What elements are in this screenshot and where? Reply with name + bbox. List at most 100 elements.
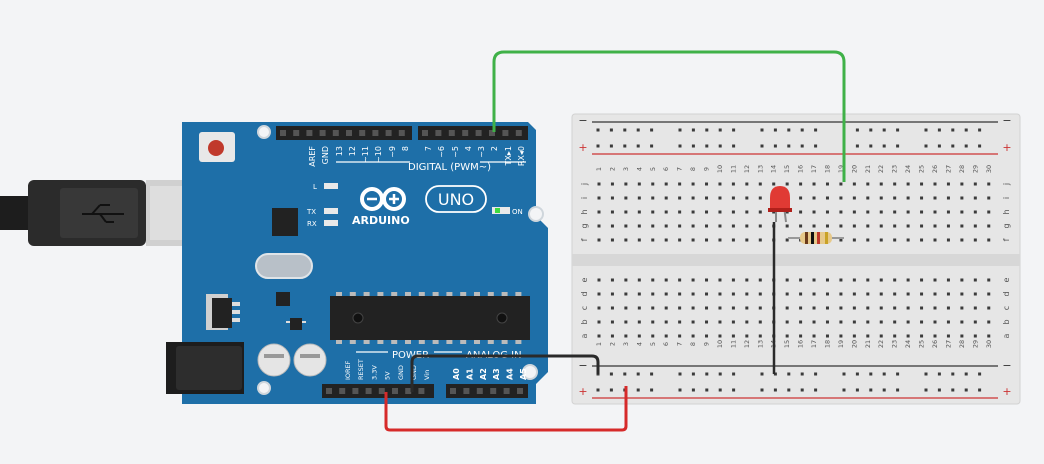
terminal-hole[interactable] [678,210,682,214]
rail-hole[interactable] [869,128,873,132]
terminal-hole[interactable] [893,334,897,338]
terminal-hole[interactable] [664,278,668,282]
terminal-hole[interactable] [946,210,950,214]
terminal-hole[interactable] [839,334,843,338]
header-pin[interactable] [385,130,392,136]
terminal-hole[interactable] [920,334,924,338]
rail-hole[interactable] [869,144,873,148]
rail-hole[interactable] [609,388,613,392]
terminal-hole[interactable] [731,292,735,296]
rail-hole[interactable] [896,128,900,132]
terminal-hole[interactable] [624,292,628,296]
header-pin[interactable] [293,130,300,136]
rail-hole[interactable] [937,128,941,132]
terminal-hole[interactable] [973,306,977,310]
terminal-hole[interactable] [812,224,816,228]
terminal-hole[interactable] [745,224,749,228]
terminal-hole[interactable] [758,306,762,310]
terminal-hole[interactable] [920,320,924,324]
terminal-hole[interactable] [866,210,870,214]
header-pin[interactable] [503,388,510,394]
terminal-hole[interactable] [987,224,991,228]
terminal-hole[interactable] [745,196,749,200]
rail-hole[interactable] [718,144,722,148]
rail-hole[interactable] [800,144,804,148]
rail-hole[interactable] [869,372,873,376]
rail-hole[interactable] [855,372,859,376]
terminal-hole[interactable] [691,224,695,228]
rail-hole[interactable] [760,128,764,132]
header-pin[interactable] [405,388,412,394]
rail-hole[interactable] [964,128,968,132]
terminal-hole[interactable] [651,224,655,228]
terminal-hole[interactable] [920,182,924,186]
terminal-hole[interactable] [825,292,829,296]
terminal-hole[interactable] [812,292,816,296]
terminal-hole[interactable] [705,334,709,338]
terminal-hole[interactable] [852,182,856,186]
rail-hole[interactable] [855,388,859,392]
terminal-hole[interactable] [933,196,937,200]
terminal-hole[interactable] [597,238,601,242]
terminal-hole[interactable] [973,320,977,324]
terminal-hole[interactable] [597,224,601,228]
terminal-hole[interactable] [705,292,709,296]
terminal-hole[interactable] [678,196,682,200]
terminal-hole[interactable] [705,306,709,310]
terminal-hole[interactable] [637,238,641,242]
terminal-hole[interactable] [960,224,964,228]
terminal-hole[interactable] [758,238,762,242]
terminal-hole[interactable] [933,210,937,214]
terminal-hole[interactable] [624,320,628,324]
header-pin[interactable] [392,388,398,394]
terminal-hole[interactable] [678,306,682,310]
header-pin[interactable] [463,388,470,394]
terminal-hole[interactable] [664,224,668,228]
rail-hole[interactable] [951,128,955,132]
terminal-hole[interactable] [987,334,991,338]
terminal-hole[interactable] [664,334,668,338]
red-led[interactable] [768,186,792,223]
terminal-hole[interactable] [691,182,695,186]
terminal-hole[interactable] [745,210,749,214]
header-pin[interactable] [476,388,483,394]
terminal-hole[interactable] [624,224,628,228]
rail-hole[interactable] [636,372,640,376]
terminal-hole[interactable] [852,334,856,338]
rail-hole[interactable] [678,372,682,376]
terminal-hole[interactable] [610,182,614,186]
terminal-hole[interactable] [705,210,709,214]
terminal-hole[interactable] [987,292,991,296]
terminal-hole[interactable] [597,334,601,338]
terminal-hole[interactable] [906,196,910,200]
terminal-hole[interactable] [852,196,856,200]
terminal-hole[interactable] [799,320,803,324]
header-pin[interactable] [448,130,455,136]
rail-hole[interactable] [937,372,941,376]
header-pin[interactable] [489,130,495,136]
terminal-hole[interactable] [879,320,883,324]
terminal-hole[interactable] [718,196,722,200]
terminal-hole[interactable] [678,238,682,242]
terminal-hole[interactable] [651,334,655,338]
terminal-hole[interactable] [920,196,924,200]
terminal-hole[interactable] [678,320,682,324]
terminal-hole[interactable] [879,196,883,200]
rail-hole[interactable] [896,144,900,148]
terminal-hole[interactable] [812,320,816,324]
rail-hole[interactable] [882,388,886,392]
rail-hole[interactable] [623,372,627,376]
terminal-hole[interactable] [852,210,856,214]
rail-hole[interactable] [978,388,982,392]
red-wire[interactable] [384,386,628,432]
terminal-hole[interactable] [705,238,709,242]
terminal-hole[interactable] [839,196,843,200]
terminal-hole[interactable] [731,334,735,338]
terminal-hole[interactable] [637,182,641,186]
terminal-hole[interactable] [866,182,870,186]
terminal-hole[interactable] [624,238,628,242]
terminal-hole[interactable] [799,224,803,228]
terminal-hole[interactable] [691,238,695,242]
rail-hole[interactable] [636,128,640,132]
terminal-hole[interactable] [825,196,829,200]
